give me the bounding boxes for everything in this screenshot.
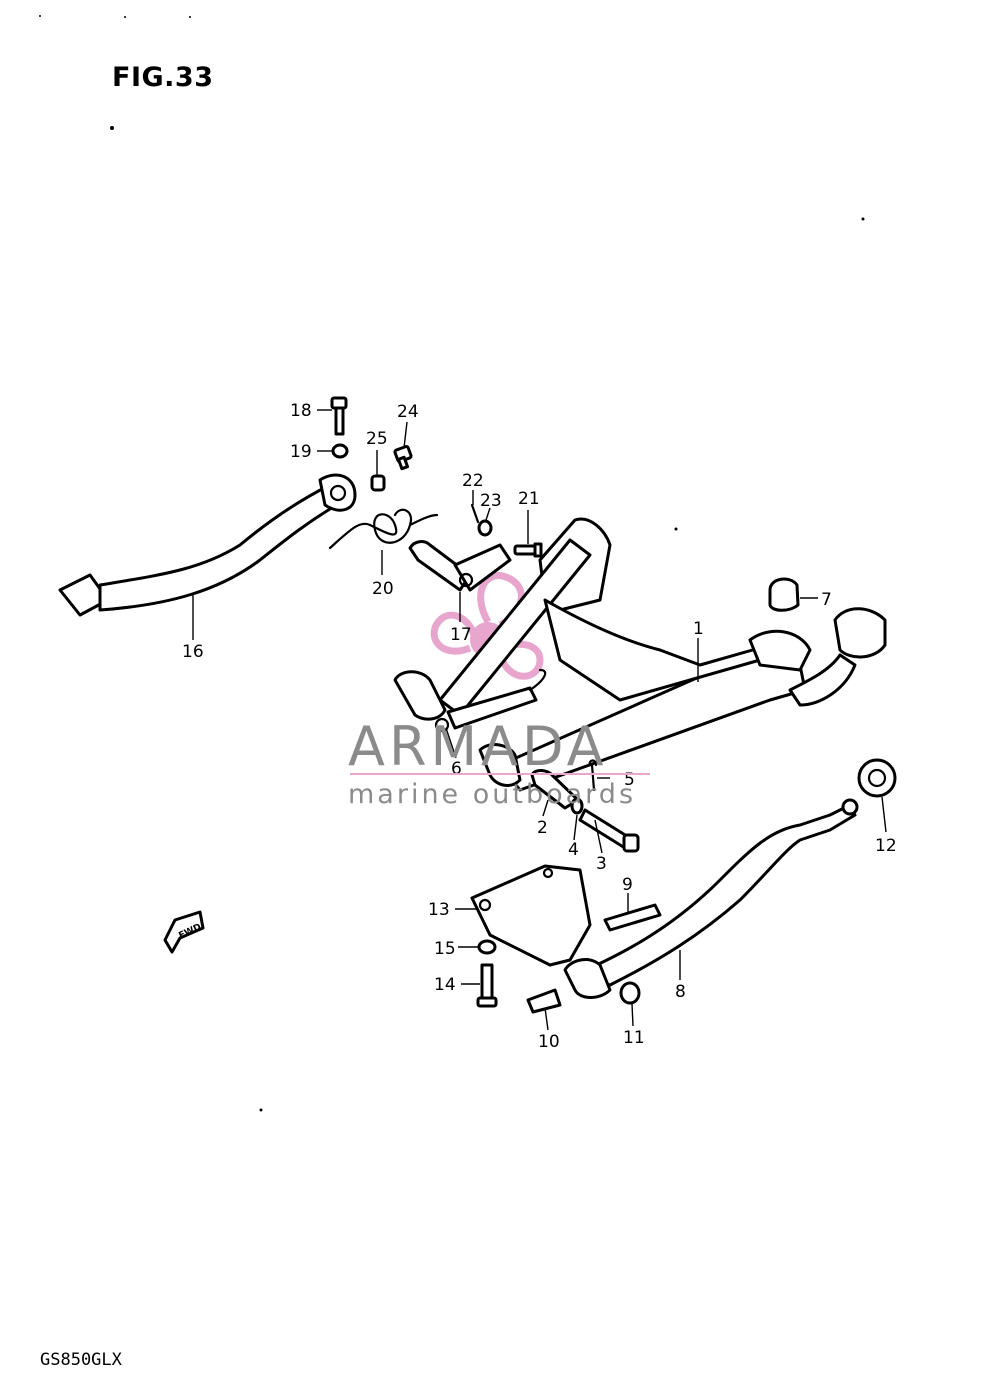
callout-8: 8 [675,982,686,1002]
watermark-text: ARMADA marine outboards [348,715,650,810]
part-20-spring [328,508,439,550]
part-16-brake-pedal [58,473,357,617]
callout-14: 14 [434,975,456,995]
figure-title: FIG.33 [112,62,214,93]
part-4-washer [570,797,584,815]
part-22-cotter-pin [470,503,480,524]
callout-11: 11 [623,1028,645,1048]
part-3-stand-bolt [578,808,640,853]
callout-17: 17 [450,625,472,645]
part-5-cotter-pin [588,759,598,792]
watermark-brand: ARMADA [348,715,608,778]
callout-1: 1 [693,619,704,639]
part-15-washer [477,939,497,955]
model-code: GS850GLX [40,1350,122,1370]
callout-23: 23 [480,491,502,511]
callout-19: 19 [290,442,312,462]
part-18-bolt [330,396,348,436]
part-14-bolt [476,963,498,1008]
callout-2: 2 [537,818,548,838]
part-19-nut [331,443,349,459]
part-6-return-spring [434,668,547,733]
callout-5: 5 [624,770,635,790]
callout-leader-lines [192,409,887,1031]
callout-13: 13 [428,900,450,920]
part-12-side-stand-stopper [857,758,897,798]
part-10-bolt [526,988,562,1014]
callout-numbers: 18 19 24 25 22 23 21 20 17 16 1 7 6 5 2 … [182,401,897,1052]
part-25-pin [370,474,386,492]
part-23-washer [477,519,493,537]
callout-6: 6 [451,759,462,779]
part-13-side-stand-bracket [470,864,592,967]
callout-9: 9 [622,875,633,895]
part-2-stand-shaft [530,769,580,810]
callout-21: 21 [518,489,540,509]
callout-24: 24 [397,402,419,422]
callout-7: 7 [821,590,832,610]
part-9-side-stand-spring [603,903,662,932]
callout-4: 4 [568,840,579,860]
callout-20: 20 [372,579,394,599]
callout-10: 10 [538,1032,560,1052]
part-8-side-stand [563,798,859,999]
part-11-nut [619,981,641,1005]
part-24-bolt [393,445,413,471]
part-7-stopper-rubber [768,577,800,612]
callout-12: 12 [875,836,897,856]
callout-22: 22 [462,471,484,491]
callout-25: 25 [366,429,388,449]
scan-specks [39,15,865,1112]
callout-16: 16 [182,642,204,662]
part-21-bolt [513,542,543,558]
part-1-center-stand [393,517,887,792]
watermark-tagline: marine outboards [348,779,636,810]
callout-18: 18 [290,401,312,421]
callout-15: 15 [434,939,456,959]
part-17-brake-shaft [408,540,512,592]
callout-3: 3 [596,854,607,874]
forward-direction-arrow-icon: FWD [163,910,205,954]
